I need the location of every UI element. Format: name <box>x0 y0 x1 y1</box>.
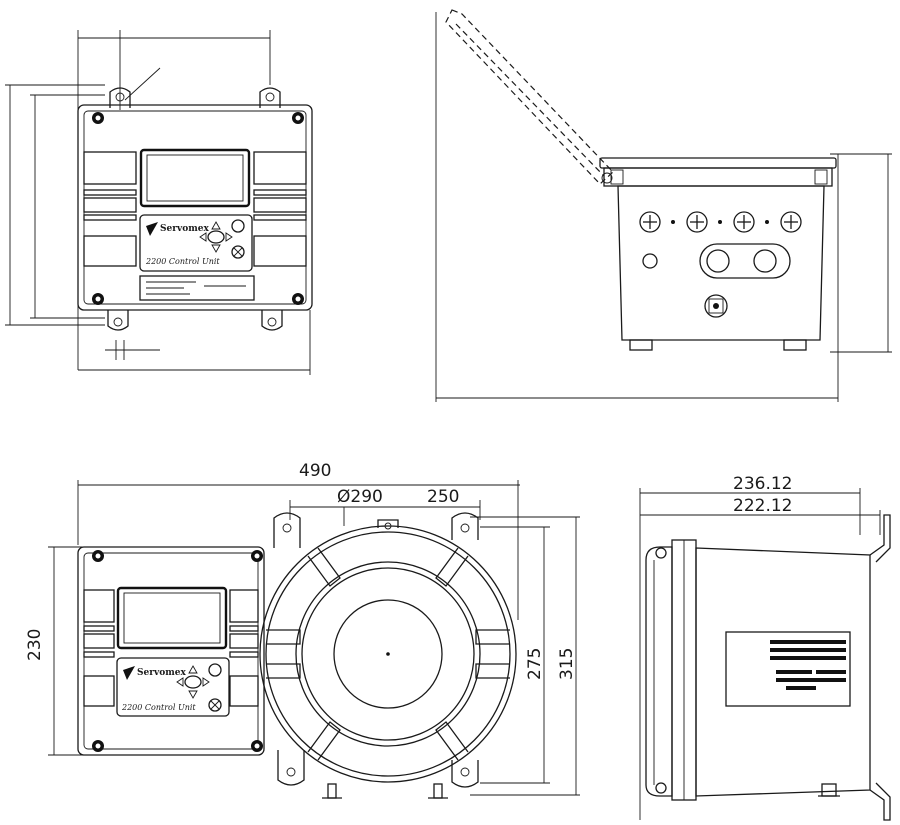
model-label-front: 2200 Control Unit <box>145 257 220 266</box>
brand-label-bottom: Servomex <box>137 668 186 678</box>
dim-depth-inner: 222.12 <box>733 496 792 516</box>
brand-label-front: Servomex <box>160 224 209 234</box>
dim-width-inner: 250 <box>427 487 459 507</box>
model-label-bottom: 2200 Control Unit <box>121 703 196 712</box>
front-view-control-unit: Servomex 2200 Control Unit <box>5 30 313 375</box>
front-view-with-sensor: Servomex 2200 Control Unit <box>48 480 580 799</box>
dim-diameter: Ø290 <box>337 487 383 507</box>
side-view-sensor <box>639 488 891 821</box>
dim-height-left: 230 <box>25 629 45 661</box>
side-view-lid-open <box>435 9 892 402</box>
dim-depth-outer: 236.12 <box>733 474 792 494</box>
dim-height-inner: 275 <box>525 648 545 680</box>
dim-width-total: 490 <box>299 461 331 481</box>
dim-height-outer: 315 <box>557 648 577 680</box>
